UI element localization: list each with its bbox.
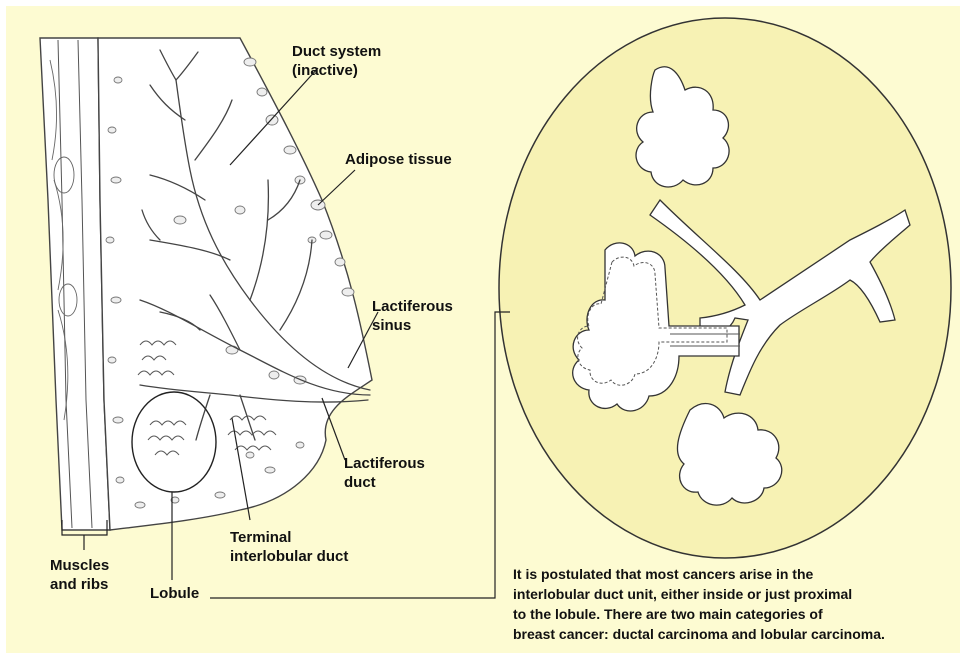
label-lactiferous-sinus-line1: Lactiferous <box>372 297 453 316</box>
label-muscles-and-ribs: Muscles and ribs <box>50 556 109 594</box>
label-terminal-interlobular-duct: Terminal interlobular duct <box>230 528 348 566</box>
label-terminal-line1: Terminal <box>230 528 348 547</box>
label-lactiferous-duct: Lactiferous duct <box>344 454 425 492</box>
caption-line-4: breast cancer: ductal carcinoma and lobu… <box>513 624 958 644</box>
breast-outline <box>98 38 372 530</box>
label-duct-system-line2: (inactive) <box>292 61 381 80</box>
label-lactiferous-duct-line1: Lactiferous <box>344 454 425 473</box>
caption-line-1: It is postulated that most cancers arise… <box>513 564 958 584</box>
label-lactiferous-sinus-line2: sinus <box>372 316 453 335</box>
caption-line-3: to the lobule. There are two main catego… <box>513 604 958 624</box>
label-duct-system: Duct system (inactive) <box>292 42 381 80</box>
label-muscles-line1: Muscles <box>50 556 109 575</box>
label-lactiferous-sinus: Lactiferous sinus <box>372 297 453 335</box>
label-adipose-tissue: Adipose tissue <box>345 150 452 169</box>
magnified-view <box>499 18 951 558</box>
label-muscles-line2: and ribs <box>50 575 109 594</box>
caption-text: It is postulated that most cancers arise… <box>513 564 958 644</box>
label-lobule: Lobule <box>150 584 199 603</box>
label-terminal-line2: interlobular duct <box>230 547 348 566</box>
label-duct-system-line1: Duct system <box>292 42 381 61</box>
label-lactiferous-duct-line2: duct <box>344 473 425 492</box>
caption-line-2: interlobular duct unit, either inside or… <box>513 584 958 604</box>
